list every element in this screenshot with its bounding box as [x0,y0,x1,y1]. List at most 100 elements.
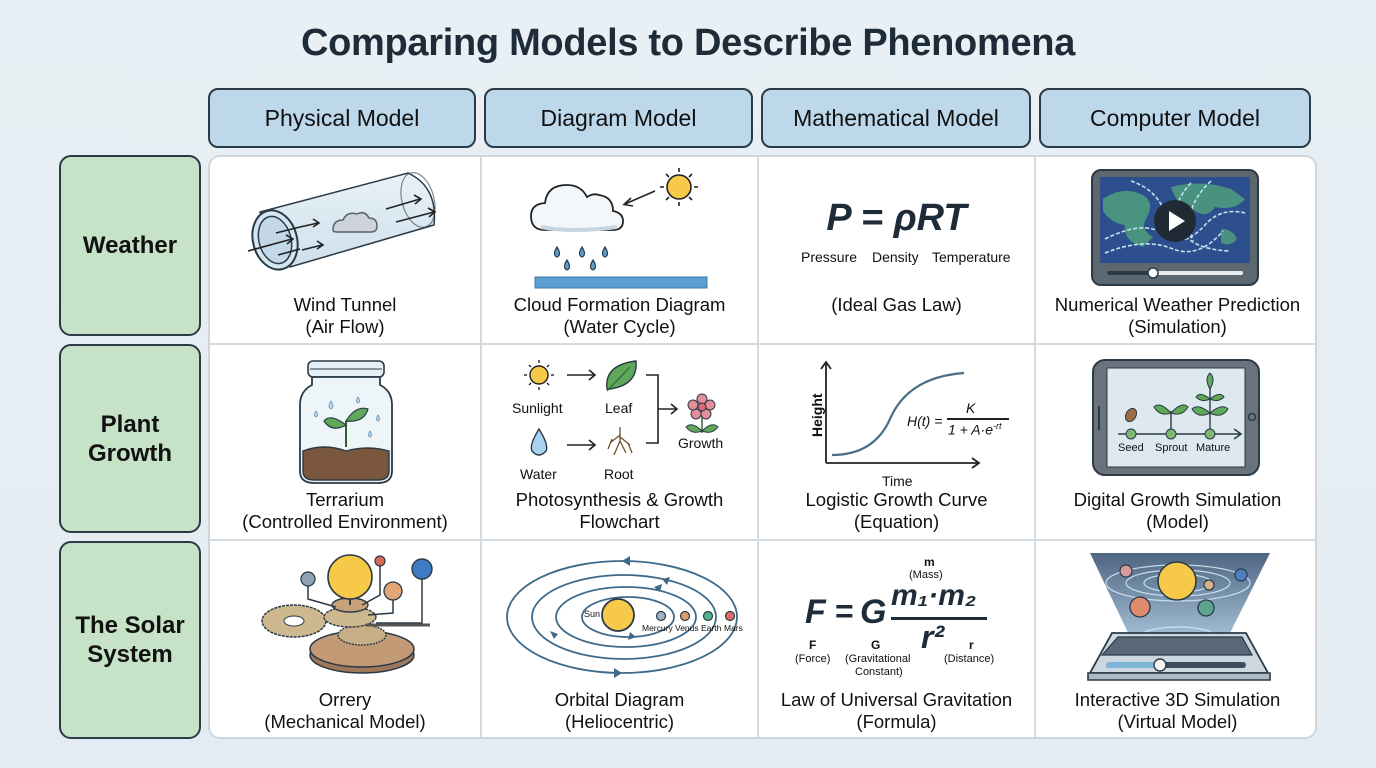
cell-title: Orrery [318,689,372,710]
cell-title: Law of Universal Gravitation [780,689,1013,710]
flow-node-label: Water [520,466,557,482]
cell-subtitle: (Ideal Gas Law) [831,294,962,315]
row-label-text: Plant [100,410,160,438]
planet-label: Mercury [642,623,673,633]
wind-tunnel-icon [247,172,437,271]
fraction-bar [891,617,987,620]
cell-weather-diagram: Cloud Formation Diagram (Water Cycle) [482,157,759,345]
grav-label: Constant) [855,666,903,678]
planet-label: Venus [675,623,699,633]
column-header-label: Mathematical Model [793,104,999,131]
cell-subtitle: (Mechanical Model) [264,711,426,732]
flow-node-label: Leaf [605,400,633,416]
cell-title: Wind Tunnel [293,294,397,315]
equals-sign: = [835,593,854,629]
cell-subtitle: (Air Flow) [305,316,385,337]
cell-subtitle: (Water Cycle) [563,316,676,337]
term-label: Pressure [801,249,858,265]
cell-solar-math: m (Mass) F = G m₁·m₂ r² F (Force) G (Gra… [759,541,1036,737]
column-header-label: Physical Model [264,104,420,131]
cell-subtitle: (Model) [1146,511,1209,532]
formula-denominator: r² [921,619,945,655]
orbital-diagram-icon [506,556,738,678]
cell-subtitle: (Formula) [856,711,937,732]
cell-plant-computer: Seed Sprout Mature Digital Growth Simula… [1036,345,1315,541]
planet-label: Earth [701,623,722,633]
cell-title: Orbital Diagram [554,689,685,710]
cell-title: Logistic Growth Curve [805,489,988,510]
x-axis-label: Time [882,473,913,489]
distance-label: (Distance) [944,653,995,665]
fraction-bar [947,418,1009,420]
cell-subtitle: (Virtual Model) [1117,711,1238,732]
mass-symbol: m [924,555,935,569]
distance-symbol: r [969,638,974,652]
column-header-mathematical-model: Mathematical Model [761,88,1031,148]
cell-title: Numerical Weather Prediction [1054,294,1301,315]
cell-title: Interactive 3D Simulation [1074,689,1281,710]
cell-subtitle: (Simulation) [1128,316,1227,337]
row-label-text: Weather [82,232,178,259]
grav-symbol-large: G [860,593,887,631]
row-label-text: The Solar [75,612,185,639]
flow-node-label: Sunlight [512,400,563,416]
flow-node-label: Growth [678,435,724,451]
hologram-solar-system-icon [1087,553,1271,681]
cell-subtitle: Flowchart [579,511,660,532]
cell-title: Photosynthesis & Growth [515,489,724,510]
equation-denominator: 1 + A·e-rt [948,421,1002,438]
equation-numerator: K [966,400,976,416]
orrery-icon [261,554,433,674]
row-label-weather: Weather [59,155,201,336]
cell-plant-physical: Terrarium (Controlled Environment) [210,345,482,541]
force-symbol-large: F [805,593,826,631]
cell-plant-diagram: Sunlight Leaf Growth Water Root Photosyn… [482,345,759,541]
column-header-computer-model: Computer Model [1039,88,1311,148]
equation-lhs: H(t) = [907,413,943,429]
ideal-gas-equation: P = ρRT [826,197,967,239]
cell-title: Digital Growth Simulation [1073,489,1282,510]
row-label-text: Growth [88,439,172,467]
column-header-diagram-model: Diagram Model [484,88,753,148]
terrarium-jar-icon [299,360,393,484]
stage-label: Seed [1118,442,1144,454]
photosynthesis-flowchart-icon [524,360,719,456]
cell-solar-physical: Orrery (Mechanical Model) [210,541,482,737]
term-label: Temperature [932,249,1011,265]
sun-label: Sun [584,609,601,619]
stage-label: Sprout [1155,442,1188,454]
column-header-physical-model: Physical Model [208,88,476,148]
cell-weather-computer: Numerical Weather Prediction (Simulation… [1036,157,1315,345]
logistic-curve-chart [820,360,981,469]
cloud-rain-sun-icon [530,168,708,289]
cell-weather-physical: Wind Tunnel (Air Flow) [210,157,482,345]
planet-label: Mars [724,623,743,633]
force-label: (Force) [795,653,831,665]
tablet-growth-stages-icon [1092,359,1260,476]
cell-plant-math: Height Time H(t) = K 1 + A·e-rt Logistic… [759,345,1036,541]
cell-title: Terrarium [305,489,385,510]
y-axis-label: Height [809,393,825,437]
mass-label: (Mass) [909,569,943,581]
cell-title: Cloud Formation Diagram [513,294,726,315]
grav-symbol: G [871,638,881,652]
row-label-text: System [87,641,173,668]
cell-subtitle: (Heliocentric) [565,711,674,732]
cell-solar-diagram: Sun Mercury Venus Earth Mars Orbital Dia… [482,541,759,737]
grav-label: (Gravitational [845,653,911,665]
cell-weather-math: P = ρRT Pressure Density Temperature (Id… [759,157,1036,345]
cell-subtitle: (Equation) [853,511,940,532]
page-title: Comparing Models to Describe Phenomena [300,22,1076,64]
comparison-grid: Wind Tunnel (Air Flow) Cloud Formation D… [208,155,1317,739]
denominator-exponent: -rt [993,421,1002,431]
weather-video-player-icon [1091,169,1259,286]
stage-label: Mature [1196,442,1231,454]
cell-subtitle: (Controlled Environment) [242,511,448,532]
force-symbol: F [809,638,817,652]
flow-node-label: Root [604,466,634,482]
denominator-base: 1 + A·e [948,421,994,438]
formula-numerator: m₁·m₂ [891,579,977,612]
cell-solar-computer: Interactive 3D Simulation (Virtual Model… [1036,541,1315,737]
